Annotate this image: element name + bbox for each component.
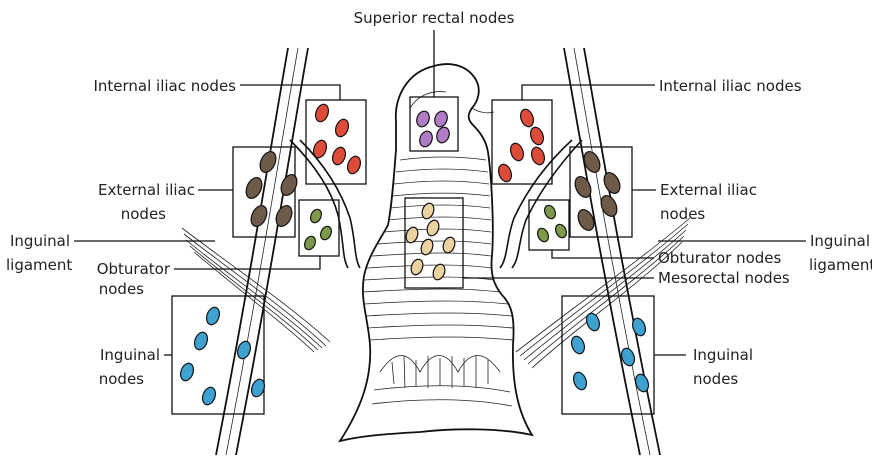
label-external-iliac-right-line1: External iliac bbox=[660, 181, 757, 199]
inguinal-nodes-right bbox=[569, 311, 650, 393]
obturator-node bbox=[303, 235, 318, 252]
leader-obturator-left bbox=[174, 256, 320, 269]
label-inguinal-nodes-left-line1: Inguinal bbox=[100, 346, 160, 364]
inguinal-node bbox=[200, 385, 217, 406]
external-iliac-node bbox=[273, 203, 295, 229]
label-obturator-left-line1: Obturator bbox=[97, 260, 171, 278]
label-inguinal-ligament-right-line1: Inguinal bbox=[810, 232, 870, 250]
external-iliac-node bbox=[601, 170, 623, 196]
internal-iliac-node bbox=[496, 162, 513, 183]
external-iliac-node bbox=[248, 203, 270, 229]
obturator-node bbox=[554, 223, 569, 240]
leader-obturator-right bbox=[552, 250, 654, 258]
internal-iliac-node bbox=[333, 117, 350, 138]
internal-iliac-nodes-right bbox=[496, 107, 546, 183]
superior-rectal-node bbox=[433, 109, 450, 128]
internal-iliac-node bbox=[330, 145, 347, 166]
internal-iliac-node bbox=[311, 138, 328, 159]
internal-iliac-node bbox=[528, 125, 545, 146]
external-iliac-node bbox=[257, 149, 279, 175]
label-obturator-left-line2: nodes bbox=[99, 280, 144, 298]
external-iliac-nodes-left bbox=[243, 149, 300, 229]
superior-rectal-nodes bbox=[415, 109, 452, 148]
mesorectal-node bbox=[441, 236, 457, 255]
internal-iliac-node bbox=[508, 141, 525, 162]
inguinal-node bbox=[633, 372, 650, 393]
mesorectal-nodes bbox=[404, 202, 457, 282]
obturator-nodes-left bbox=[303, 208, 334, 252]
label-inguinal-ligament-right-line2: ligament bbox=[809, 256, 872, 274]
mesorectal-node bbox=[409, 258, 425, 277]
label-external-iliac-right-line2: nodes bbox=[660, 205, 705, 223]
internal-iliac-node bbox=[518, 107, 535, 128]
internal-iliac-node bbox=[345, 154, 362, 175]
superior-rectal-node bbox=[415, 109, 432, 128]
label-external-iliac-left-line2: nodes bbox=[121, 205, 166, 223]
internal-iliac-nodes-left bbox=[311, 102, 362, 175]
inguinal-node bbox=[569, 334, 586, 355]
label-internal-iliac-right: Internal iliac nodes bbox=[659, 77, 802, 95]
obturator-node bbox=[543, 204, 558, 221]
label-inguinal-ligament-left-line1: Inguinal bbox=[10, 232, 70, 250]
inguinal-node bbox=[571, 370, 588, 391]
obturator-node bbox=[319, 225, 334, 242]
external-iliac-node bbox=[581, 149, 603, 175]
obturator-nodes-right bbox=[536, 204, 569, 244]
label-obturator-right: Obturator nodes bbox=[658, 249, 782, 267]
label-external-iliac-left-line1: External iliac bbox=[98, 181, 195, 199]
external-iliac-node bbox=[598, 193, 620, 219]
superior-rectal-node bbox=[435, 125, 452, 144]
mesorectal-node bbox=[425, 219, 441, 238]
inguinal-node bbox=[192, 330, 209, 351]
label-inguinal-nodes-right-line1: Inguinal bbox=[693, 346, 753, 364]
label-internal-iliac-left: Internal iliac nodes bbox=[93, 77, 236, 95]
inguinal-nodes-left bbox=[178, 305, 266, 406]
inguinal-node bbox=[584, 311, 601, 332]
obturator-node bbox=[536, 227, 551, 244]
obturator-node bbox=[309, 208, 324, 225]
leader-internal-iliac-right bbox=[522, 85, 655, 100]
inguinal-node bbox=[204, 305, 221, 326]
external-iliac-node bbox=[278, 172, 300, 198]
inguinal-node bbox=[178, 361, 195, 382]
superior-rectal-node bbox=[418, 129, 435, 148]
internal-iliac-node bbox=[313, 102, 330, 123]
label-inguinal-nodes-left-line2: nodes bbox=[99, 370, 144, 388]
label-inguinal-ligament-left-line2: ligament bbox=[6, 256, 72, 274]
label-superior-rectal-nodes: Superior rectal nodes bbox=[354, 9, 515, 27]
internal-iliac-node bbox=[529, 145, 546, 166]
label-inguinal-nodes-right-line2: nodes bbox=[693, 370, 738, 388]
label-mesorectal-nodes: Mesorectal nodes bbox=[658, 269, 790, 287]
